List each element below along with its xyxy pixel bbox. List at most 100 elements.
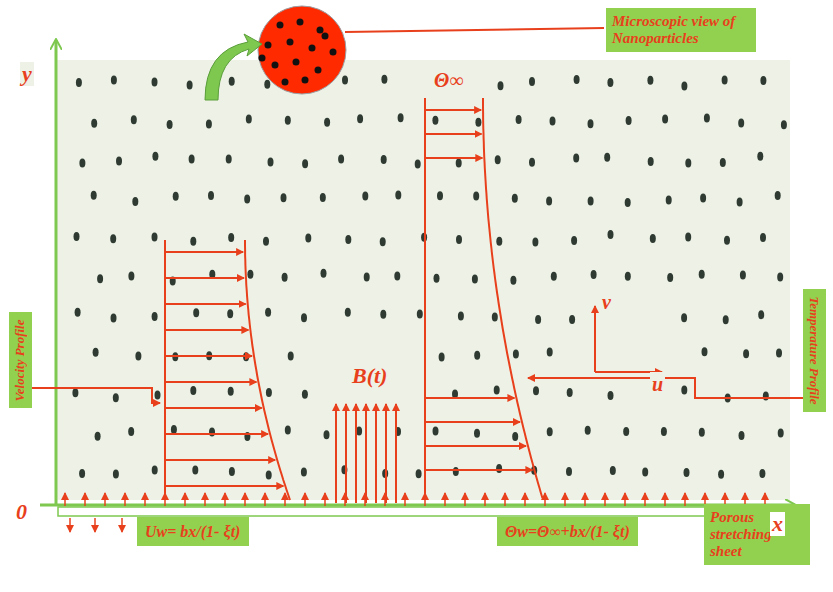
nanoparticle bbox=[91, 119, 97, 128]
nanoparticle bbox=[301, 313, 307, 322]
profile-arrow bbox=[425, 109, 481, 111]
nanoparticle bbox=[529, 158, 535, 167]
nanoparticle bbox=[647, 76, 653, 85]
nanoparticle bbox=[173, 192, 179, 201]
nanoparticle bbox=[229, 467, 235, 476]
nanoparticle bbox=[494, 386, 500, 395]
profile-arrow bbox=[165, 381, 256, 383]
suction-arrow bbox=[684, 493, 686, 506]
nanoparticle bbox=[760, 76, 766, 85]
nanoparticle bbox=[760, 233, 766, 242]
nanoparticle bbox=[302, 77, 309, 84]
nanoparticle bbox=[608, 391, 614, 400]
nanoparticle bbox=[567, 388, 573, 397]
nanoparticle bbox=[357, 114, 363, 123]
nanoparticle bbox=[190, 386, 196, 395]
nanoparticle bbox=[272, 62, 279, 69]
nanoparticle bbox=[315, 67, 322, 74]
nanoparticle bbox=[720, 158, 726, 167]
nanoparticle bbox=[623, 427, 629, 436]
nanoparticle bbox=[305, 234, 311, 243]
suction-arrow bbox=[264, 493, 266, 506]
nanoparticle bbox=[417, 309, 423, 318]
nanoparticle bbox=[433, 427, 439, 436]
profile-arrow bbox=[165, 459, 275, 461]
nanoparticle bbox=[226, 155, 232, 164]
nanoparticle bbox=[472, 274, 478, 283]
nanoparticle bbox=[266, 388, 272, 397]
nanoparticles bbox=[72, 74, 787, 479]
nanoparticle bbox=[699, 270, 705, 279]
nanoparticle bbox=[301, 468, 307, 477]
nanoparticle bbox=[458, 311, 464, 320]
nanoparticle bbox=[113, 393, 119, 402]
nanoparticle bbox=[681, 81, 687, 90]
axis-label: 0 bbox=[14, 500, 29, 524]
nanoparticle bbox=[110, 234, 116, 243]
nanoparticle bbox=[512, 432, 518, 441]
suction-arrow bbox=[104, 493, 106, 506]
nanoparticle bbox=[189, 154, 195, 163]
nanoparticle bbox=[362, 192, 368, 201]
nanoparticle bbox=[415, 159, 421, 168]
nanoparticle bbox=[246, 114, 252, 123]
suction-arrow bbox=[624, 493, 626, 506]
nanoparticle bbox=[282, 273, 288, 282]
nanoparticle bbox=[550, 117, 556, 126]
velocity-profile bbox=[165, 240, 290, 500]
nanoparticle bbox=[610, 466, 616, 475]
nanoparticle bbox=[666, 196, 672, 205]
nanoparticle bbox=[277, 22, 284, 29]
nanoparticle bbox=[320, 193, 326, 202]
nanoparticle bbox=[265, 42, 272, 49]
magnified-circle bbox=[258, 6, 346, 94]
nanoparticle bbox=[330, 49, 337, 56]
profile-arrow bbox=[425, 421, 520, 423]
nanoparticle bbox=[778, 429, 784, 438]
nanoparticle bbox=[574, 75, 580, 84]
nanoparticle bbox=[302, 390, 308, 399]
suction-arrow bbox=[404, 493, 406, 506]
nanoparticle bbox=[662, 114, 668, 123]
nanoparticle bbox=[625, 198, 631, 207]
nanoparticle bbox=[661, 427, 667, 436]
label-text: Temperature Profile bbox=[806, 296, 823, 404]
nanoparticle bbox=[93, 348, 99, 357]
nanoparticle bbox=[206, 120, 212, 129]
nanoparticle bbox=[342, 75, 348, 84]
field-line bbox=[375, 404, 377, 503]
leader-line bbox=[345, 28, 604, 32]
label-box: Microscopic view of Nanoparticles bbox=[606, 8, 756, 52]
nanoparticle bbox=[437, 191, 443, 200]
nanoparticle bbox=[113, 469, 119, 478]
nanoparticle bbox=[208, 191, 214, 200]
profile-arrow bbox=[165, 407, 262, 409]
nanoparticle bbox=[247, 270, 253, 279]
suction-arrow bbox=[484, 493, 486, 506]
nanoparticle bbox=[128, 272, 134, 281]
nanoparticle bbox=[496, 237, 502, 246]
nanoparticle bbox=[282, 79, 289, 86]
x-axis bbox=[40, 504, 795, 507]
nanoparticle bbox=[72, 388, 78, 397]
nanoparticle bbox=[626, 116, 632, 125]
nanoparticle bbox=[551, 272, 557, 281]
nanoparticle bbox=[394, 272, 400, 281]
nanoparticle bbox=[642, 468, 648, 477]
profile-arrow bbox=[165, 433, 268, 435]
nanoparticle bbox=[512, 194, 518, 203]
stretching-sheet bbox=[58, 507, 790, 516]
nanoparticle bbox=[264, 80, 270, 89]
nanoparticle bbox=[263, 237, 269, 246]
nanoparticle bbox=[704, 114, 710, 123]
label-text: Θw=Θ∞+bx/(1- ξt) bbox=[505, 523, 630, 540]
suction-arrow bbox=[64, 493, 66, 506]
nanoparticle bbox=[345, 308, 351, 317]
nanoparticle bbox=[439, 352, 445, 361]
nanoparticle bbox=[456, 235, 462, 244]
nanoparticle bbox=[571, 236, 577, 245]
nanoparticle bbox=[155, 390, 161, 399]
nanoparticle bbox=[535, 315, 541, 324]
profile-arrow bbox=[425, 157, 482, 159]
suction-arrow bbox=[324, 493, 326, 506]
